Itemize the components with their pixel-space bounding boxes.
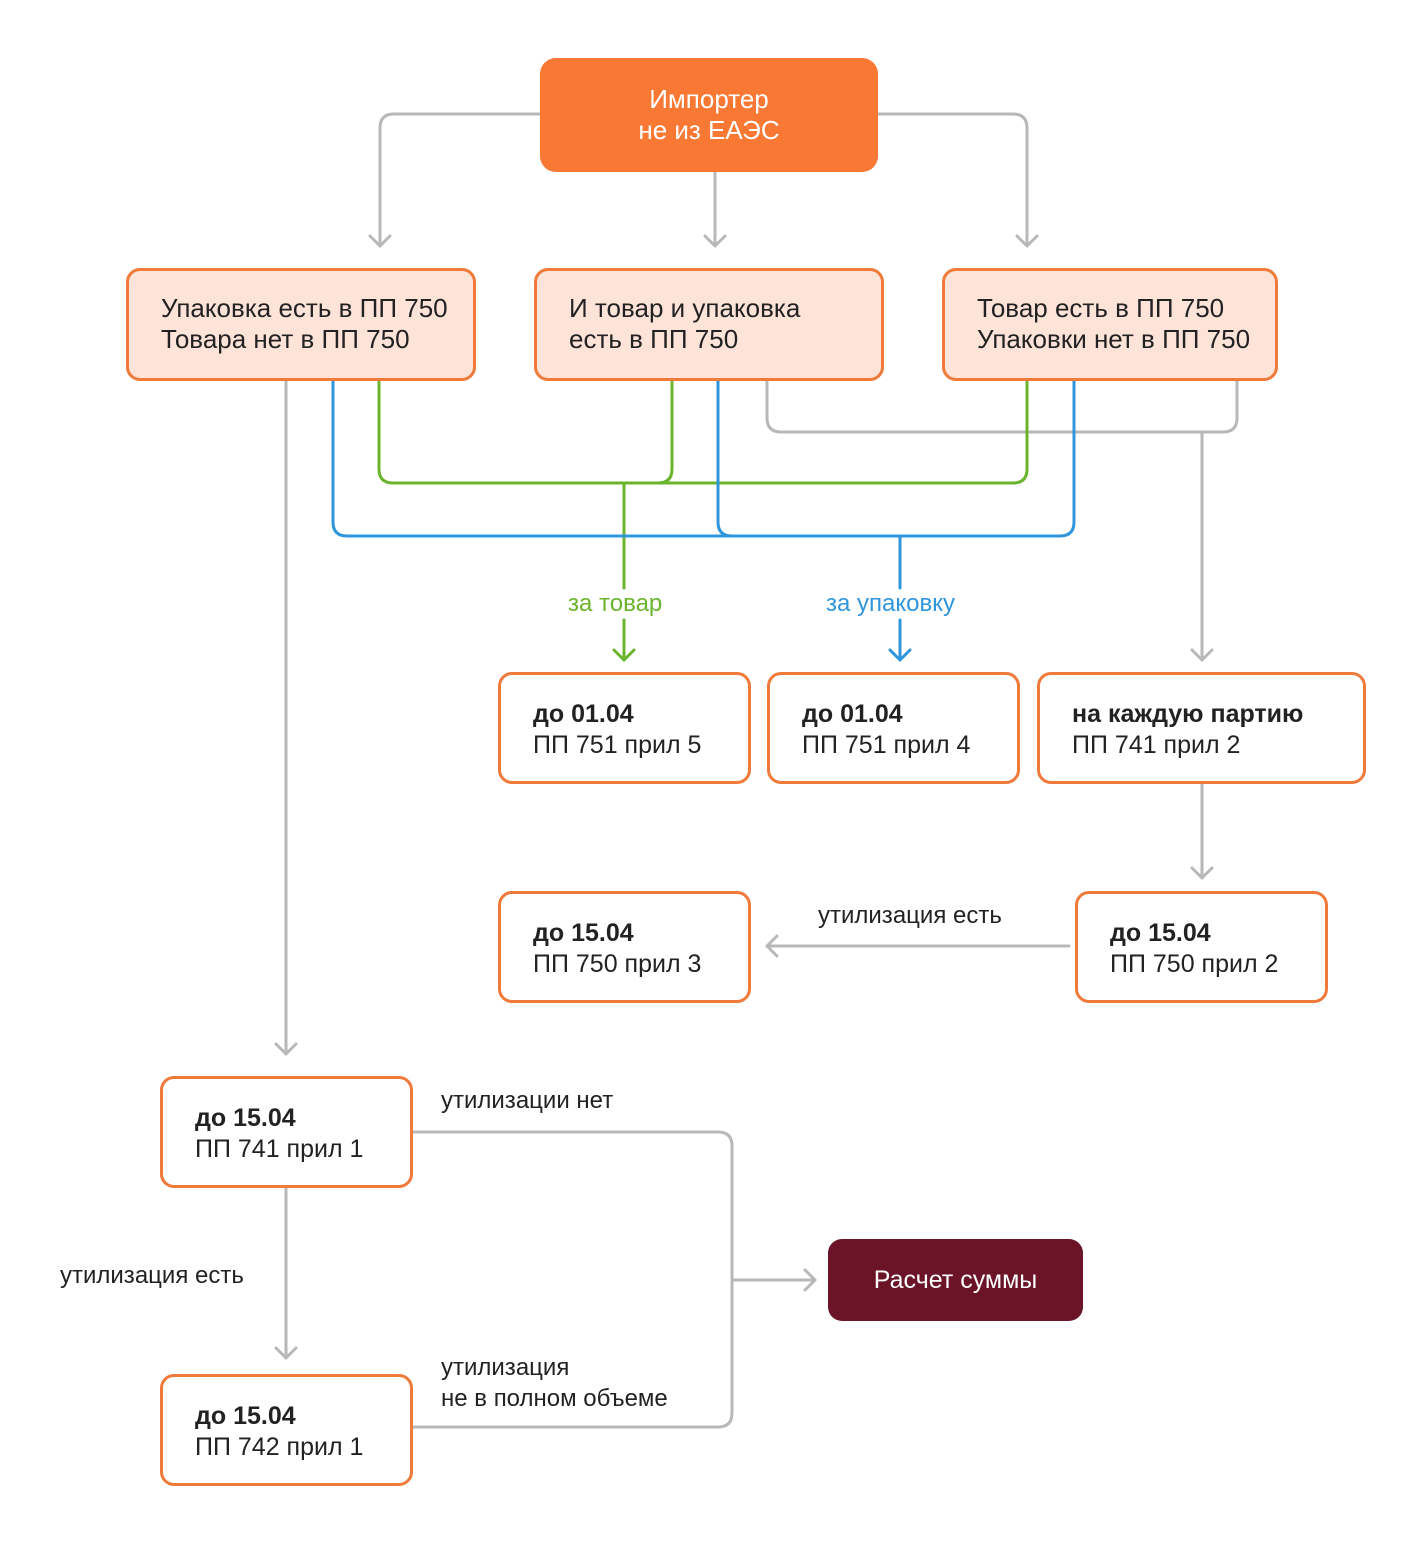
report-750-3-deadline: до 15.04	[533, 919, 634, 947]
bottom-down-arrow	[274, 1186, 298, 1360]
result-node: Расчет суммы	[828, 1239, 1083, 1321]
label-recycling-partial: утилизация не в полном объеме	[441, 1352, 668, 1414]
report-750-3-node: до 15.04 ПП 750 прил 3	[498, 891, 751, 1003]
report-751-5-node: до 01.04 ПП 751 прил 5	[498, 672, 751, 784]
report-742-1-deadline: до 15.04	[195, 1402, 296, 1430]
label-recycling-no: утилизации нет	[441, 1087, 614, 1114]
report-741-2-node: на каждую партию ПП 741 прил 2	[1037, 672, 1366, 784]
result-arrows	[411, 1130, 817, 1429]
mid-right-arrow	[1190, 782, 1214, 880]
report-750-2-form: ПП 750 прил 2	[1110, 950, 1279, 978]
left-down-arrow	[274, 378, 298, 1056]
label-recycling-yes-top: утилизация есть	[818, 902, 1002, 929]
label-for-goods: за товар	[568, 590, 663, 617]
report-742-1-node: до 15.04 ПП 742 прил 1	[160, 1374, 413, 1486]
importer-line-2: не из ЕАЭС	[638, 115, 780, 145]
report-742-1-form: ПП 742 прил 1	[195, 1433, 364, 1461]
recycling-yes-arrow	[765, 934, 1071, 958]
result-label: Расчет суммы	[873, 1265, 1038, 1294]
case-packaging-line-1: Упаковка есть в ПП 750	[161, 293, 448, 323]
case-goods-line-1: Товар есть в ПП 750	[977, 293, 1225, 323]
report-751-4-node: до 01.04 ПП 751 прил 4	[767, 672, 1020, 784]
label-for-packaging: за упаковку	[826, 590, 955, 617]
report-751-5-form: ПП 751 прил 5	[533, 731, 702, 759]
report-741-1-node: до 15.04 ПП 741 прил 1	[160, 1076, 413, 1188]
case-both-line-1: И товар и упаковка	[569, 293, 801, 323]
case-goods-line-2: Упаковки нет в ПП 750	[977, 324, 1251, 354]
report-751-4-deadline: до 01.04	[802, 700, 903, 728]
report-750-3-form: ПП 750 прил 3	[533, 950, 702, 978]
report-751-5-deadline: до 01.04	[533, 700, 634, 728]
report-741-1-deadline: до 15.04	[195, 1104, 296, 1132]
case-both-line-2: есть в ПП 750	[569, 324, 739, 354]
pack-wires	[331, 378, 1076, 662]
report-751-4-form: ПП 751 прил 4	[802, 731, 971, 759]
report-741-1-form: ПП 741 прил 1	[195, 1135, 364, 1163]
batch-arrow	[765, 378, 1239, 662]
importer-arrows	[368, 112, 1039, 248]
label-recycling-partial-line-1: утилизация	[441, 1354, 570, 1381]
case-packaging-line-2: Товара нет в ПП 750	[161, 324, 410, 354]
importer-line-1: Импортер	[649, 84, 769, 114]
report-741-2-deadline: на каждую партию	[1072, 700, 1304, 728]
report-750-2-node: до 15.04 ПП 750 прил 2	[1075, 891, 1328, 1003]
report-750-2-deadline: до 15.04	[1110, 919, 1211, 947]
report-741-2-form: ПП 741 прил 2	[1072, 731, 1241, 759]
label-recycling-yes-left: утилизация есть	[60, 1262, 244, 1289]
label-recycling-partial-line-2: не в полном объеме	[441, 1385, 668, 1412]
